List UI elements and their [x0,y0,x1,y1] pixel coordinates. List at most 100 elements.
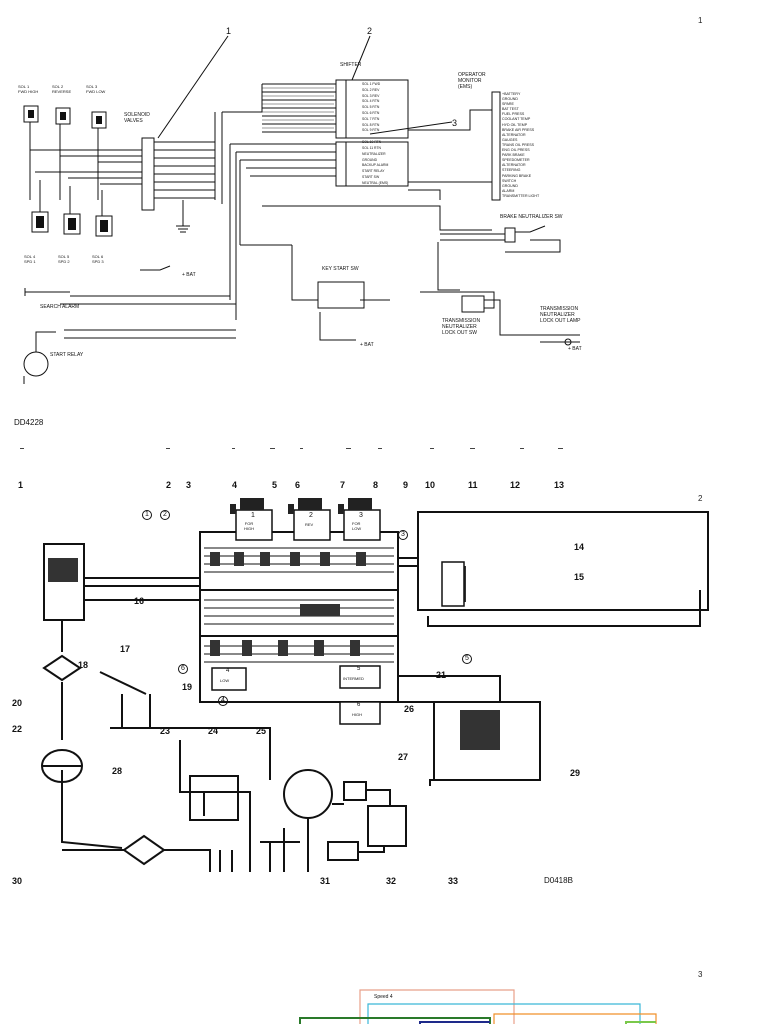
callout-h12: 12 [510,480,521,490]
page-number-1: 1 [698,16,703,25]
monitor-pin: PARK BRAKE [502,153,525,158]
sol2-label: SOL 2 REVERSE [52,84,72,94]
navy-wire [419,1021,490,1024]
figure-id-1: DD4228 [14,418,44,427]
callout-h5: 5 [272,480,278,490]
trans-lockout-switch-label: TRANSMISSION NEUTRALIZER LOCK OUT SW [442,318,481,336]
callout-h18: 18 [78,660,89,670]
shifter-pin: SOL 8 RTN [362,122,380,127]
solenoid-3-text: FOR LOW [352,521,362,531]
callout-h22: 22 [12,724,23,734]
solenoid-1-num: 1 [251,512,255,519]
bat-label-2: + BAT [360,342,374,348]
monitor-pin: HYD OIL TEMP [502,122,528,127]
shifter-pin: SOL 2 REV [362,87,380,92]
figure-id-2: D0418B [544,876,573,885]
monitor-pin: BAT TEST [502,107,519,112]
shifter-pin: SOL 5 RTN [362,105,380,110]
solenoid-4-num: 4 [226,668,230,674]
callout-h20: 20 [12,698,23,708]
monitor-pin: GROUND [502,97,518,102]
callout-h8: 8 [373,480,379,490]
shifter-pin: SOL 7 RTN [362,116,380,121]
monitor-pin: SPARE [502,102,514,107]
callout-h21: 21 [436,670,447,680]
callout-h32: 32 [386,876,397,886]
shifter-pin: BACKUP ALARM [362,163,389,168]
solenoid-4-text: LOW [220,678,230,683]
circled-ref-4: 4 [218,696,228,706]
wiring-schematic-panel: 1 2 3 SHIFTER OPERATOR MONITOR (EMS) SOL… [0,0,768,440]
shifter-pin: SOL 3 REV [362,93,380,98]
shifter-pin: SOL 9 RTN [362,128,380,133]
shifter-pin: SOL 4 RTN [362,99,380,104]
shifter-pin: SOL 1 FWD [362,82,381,86]
shifter-pin: SOL 6 RTN [362,110,380,115]
monitor-pin: GROUND [502,183,518,188]
monitor-pin: +BATTERY [502,92,521,96]
monitor-pin: SWITCH [502,178,517,183]
callout-h16: 16 [134,596,145,606]
solenoid-6-num: 6 [357,702,361,708]
callout-h10: 10 [425,480,436,490]
bat-label-1: + BAT [182,272,196,278]
callout-2: 2 [367,26,373,36]
monitor-pin: COOLANT TEMP [502,117,531,122]
circled-ref-6: 6 [178,664,188,674]
wiring-schematic [23,35,580,384]
callout-h2: 2 [166,480,172,490]
sol5-label: SOL 5 SPD 2 [58,254,70,264]
circled-ref-5: 5 [462,654,472,664]
callout-h31: 31 [320,876,331,886]
hydraulic-callouts: 1 2 3 4 5 6 7 8 9 10 11 12 13 14 15 16 1… [0,440,768,910]
monitor-pin: STEERING [502,168,521,173]
speed4-label: Speed 4 [374,994,393,1000]
page-number-2: 2 [698,494,703,503]
monitor-pin: SPEEDOMETER [502,158,530,163]
shifter-pin: START SW [362,174,380,179]
brake-switch-label: BRAKE NEUTRALIZER SW [500,214,563,220]
callout-h23: 23 [160,726,171,736]
search-alarm-label: SEARCH ALARM [40,304,80,310]
shifter-pin: NEUTRALIZER [362,151,386,156]
orange-wire [493,1013,657,1024]
callout-h11: 11 [468,480,478,490]
callout-h14: 14 [574,542,585,552]
bat-label-3: + BAT [568,346,582,352]
callout-h25: 25 [256,726,267,736]
sol4-label: SOL 4 SPD 1 [24,254,36,264]
monitor-pin: BRAKE AIR PRESS [502,127,535,132]
shifter-pin: START RELAY [362,169,385,174]
callout-h29: 29 [570,768,581,778]
callout-1: 1 [226,26,232,36]
solenoid-2-num: 2 [309,512,313,519]
sol3-label: SOL 3 FWD LOW [86,84,106,94]
sol6-label: SOL 6 SPD 3 [92,254,104,264]
monitor-pin: GAUGES [502,137,518,142]
shifter-pin: SOL 10 RTN [362,140,382,145]
solenoid-1-text: FOR HIGH [244,521,254,531]
solenoid-valves-label: SOLENOID VALVES [124,112,150,124]
circled-ref-2: 2 [160,510,170,520]
callout-h26: 26 [404,704,415,714]
circled-ref-1: 1 [142,510,152,520]
monitor-pin: ALTERNATOR [502,163,526,168]
monitor-pin: FUEL PRESS [502,112,525,117]
monitor-pin: ALTERNATOR [502,132,526,137]
monitor-pin-list: +BATTERY GROUND SPARE BAT TEST FUEL PRES… [502,92,539,199]
callout-h1: 1 [18,480,24,490]
callout-h19: 19 [182,682,193,692]
callout-h6: 6 [295,480,301,490]
callout-h3: 3 [186,480,192,490]
shifter-pin: GROUND [362,157,378,162]
sol1-label: SOL 1 FWD HIGH [18,84,39,94]
shifter-pin: NEUTRAL (EMS) [362,180,389,185]
callout-h24: 24 [208,726,219,736]
callout-h15: 15 [574,572,585,582]
trans-lockout-lamp-label: TRANSMISSION NEUTRALIZER LOCK OUT LAMP [540,306,581,324]
callout-h13: 13 [554,480,565,490]
colored-wiring-panel: Speed 4 [0,980,768,1024]
key-start-switch-label: KEY START SW [322,266,359,272]
monitor-pin: TRANSMITTER LIGHT [502,193,540,198]
callout-h27: 27 [398,752,409,762]
